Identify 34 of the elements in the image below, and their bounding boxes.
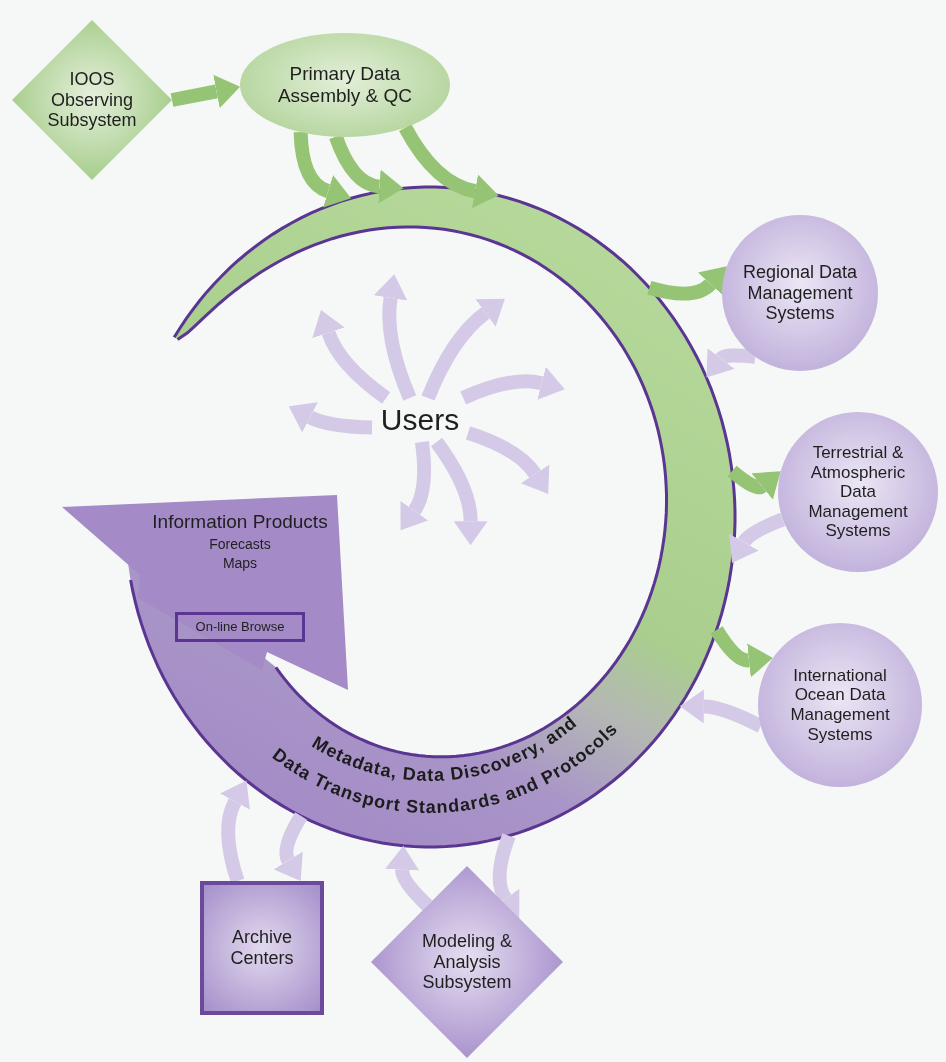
diamond-node bbox=[12, 20, 172, 180]
curved-arrow bbox=[430, 437, 488, 546]
curved-arrow bbox=[490, 833, 520, 920]
node-title: Information Products bbox=[152, 511, 328, 533]
node-label: Modeling & Analysis Subsystem bbox=[420, 930, 513, 994]
curved-arrow bbox=[219, 779, 251, 884]
node-label: IOOS Observing Subsystem bbox=[46, 68, 138, 132]
curved-arrow bbox=[460, 366, 565, 405]
hub-label: Users bbox=[380, 402, 460, 438]
node-label: Regional Data Management Systems bbox=[742, 261, 858, 325]
arrowhead-shape bbox=[62, 495, 348, 690]
node-label: Archive Centers bbox=[229, 927, 295, 969]
diamond-node bbox=[371, 866, 563, 1058]
curved-arrow bbox=[373, 274, 417, 401]
curved-arrow bbox=[400, 441, 432, 532]
curved-arrow bbox=[272, 812, 308, 883]
node-label: Primary Data Assembly & QC bbox=[276, 63, 414, 107]
node-label: On-line Browse bbox=[195, 619, 285, 635]
curved-arrow bbox=[385, 845, 433, 911]
node-item: Maps bbox=[222, 554, 258, 572]
curved-arrow bbox=[288, 401, 373, 435]
square-node bbox=[200, 881, 324, 1015]
framed-label bbox=[175, 612, 305, 642]
curved-arrow bbox=[312, 310, 391, 404]
curved-arrow bbox=[399, 124, 499, 208]
curved-arrow bbox=[703, 346, 756, 375]
curved-arrow bbox=[729, 512, 786, 562]
node-item: Forecasts bbox=[209, 535, 271, 552]
curved-arrow bbox=[465, 426, 550, 494]
curved-arrow bbox=[170, 74, 241, 109]
curved-arrow bbox=[421, 298, 505, 401]
curved-arrow bbox=[329, 134, 404, 204]
node-label: Terrestrial & Atmospheric Data Management Systems bbox=[807, 443, 909, 541]
node-label: International Ocean Data Management Systems bbox=[789, 665, 891, 745]
